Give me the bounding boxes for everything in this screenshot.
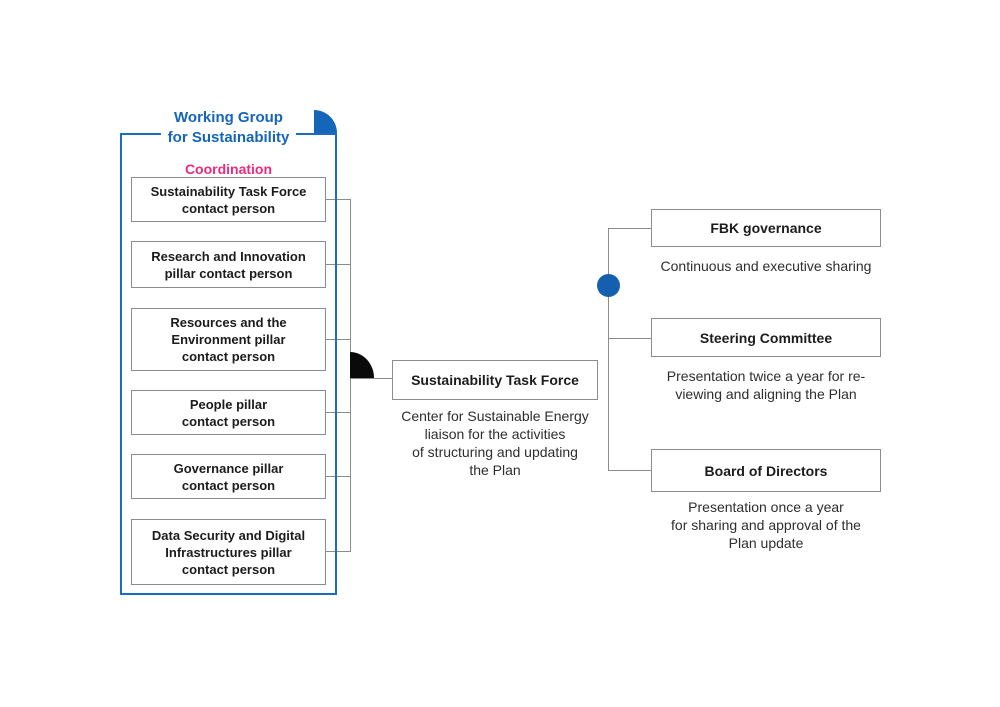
steering-committee-box: Steering Committee bbox=[651, 318, 881, 357]
right-bracket-vertical-line bbox=[608, 228, 609, 471]
sustainability-task-force-label: Sustainability Task Force bbox=[411, 372, 579, 388]
steering-committee-label: Steering Committee bbox=[699, 329, 833, 346]
working-group-title: Working Group for Sustainability bbox=[160, 108, 297, 148]
connector-stub bbox=[608, 338, 652, 339]
fbk-governance-box: FBK governance bbox=[651, 209, 881, 247]
member-box-label: Resources and the Environment pillar con… bbox=[170, 315, 287, 364]
connector-stub bbox=[326, 476, 351, 477]
blue-circle-node bbox=[597, 274, 620, 297]
coordination-label: Coordination bbox=[184, 161, 273, 177]
member-box-people-contact: People pillar contact person bbox=[131, 390, 326, 435]
coordination-label-wrap: Coordination bbox=[120, 160, 337, 179]
task-force-connector-line bbox=[350, 378, 392, 379]
member-box-sustainability-task-force-contact: Sustainability Task Force contact person bbox=[131, 177, 326, 222]
sustainability-task-force-description: Center for Sustainable Energy liaison fo… bbox=[401, 408, 589, 478]
sustainability-task-force-box: Sustainability Task Force bbox=[392, 360, 598, 400]
member-box-label: Sustainability Task Force contact person bbox=[150, 183, 307, 216]
member-box-resources-environment-contact: Resources and the Environment pillar con… bbox=[131, 308, 326, 371]
connector-stub bbox=[608, 470, 652, 471]
member-box-governance-contact: Governance pillar contact person bbox=[131, 454, 326, 499]
connector-stub bbox=[326, 412, 351, 413]
fbk-governance-description: Continuous and executive sharing bbox=[660, 258, 872, 274]
black-quarter-circle-shape bbox=[350, 352, 374, 378]
fbk-governance-label: FBK governance bbox=[710, 220, 822, 236]
connector-stub bbox=[326, 199, 351, 200]
member-box-label: Data Security and Digital Infrastructure… bbox=[151, 527, 306, 577]
member-box-data-security-contact: Data Security and Digital Infrastructure… bbox=[131, 519, 326, 585]
connector-stub bbox=[326, 339, 351, 340]
connector-stub bbox=[608, 228, 652, 229]
board-of-directors-description: Presentation once a year for sharing and… bbox=[671, 499, 861, 551]
board-of-directors-label: Board of Directors bbox=[704, 462, 828, 479]
working-group-title-wrap: Working Group for Sustainability bbox=[120, 108, 337, 148]
steering-committee-description: Presentation twice a year for re- viewin… bbox=[666, 368, 866, 402]
connector-stub bbox=[326, 551, 351, 552]
connector-stub bbox=[326, 264, 351, 265]
member-box-label: Research and Innovation pillar contact p… bbox=[151, 248, 306, 281]
member-box-label: People pillar contact person bbox=[181, 396, 276, 429]
member-box-label: Governance pillar contact person bbox=[173, 460, 284, 493]
member-box-research-innovation-contact: Research and Innovation pillar contact p… bbox=[131, 241, 326, 288]
board-of-directors-box: Board of Directors bbox=[651, 449, 881, 492]
